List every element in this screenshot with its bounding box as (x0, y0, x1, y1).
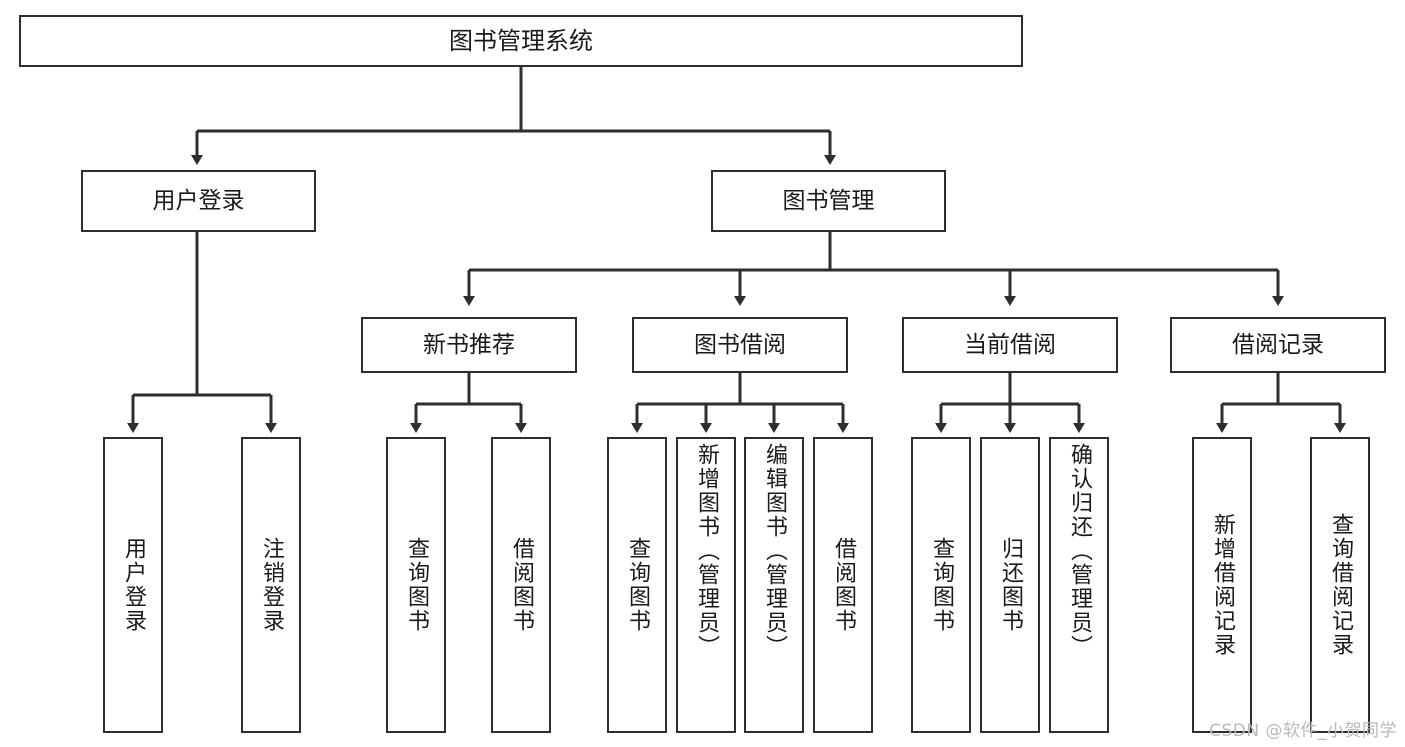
node-leaf-query-book-newbook-label: 查询图书 (404, 537, 429, 633)
node-leaf-confirm-return-admin-label: 确认归还（管理员） (1067, 443, 1092, 659)
leaf-inner: 归还图书 (982, 439, 1038, 731)
leaf-inner: 编辑图书（管理员） (746, 439, 802, 735)
node-leaf-confirm-return-admin[interactable]: 确认归还（管理员） (1049, 437, 1109, 733)
node-book-management-label: 图书管理 (782, 187, 875, 214)
leaf-inner: 新增图书（管理员） (678, 439, 734, 735)
node-leaf-query-borrow-record[interactable]: 查询借阅记录 (1310, 437, 1370, 733)
node-current-borrow-label: 当前借阅 (964, 331, 1056, 358)
node-borrow-record-label: 借阅记录 (1232, 331, 1324, 358)
node-leaf-borrow-book-newbook-label: 借阅图书 (509, 537, 534, 633)
leaf-inner: 查询图书 (388, 439, 444, 731)
node-new-book-recommend[interactable]: 新书推荐 (361, 317, 577, 373)
node-leaf-user-login[interactable]: 用户登录 (103, 437, 163, 733)
leaf-inner: 确认归还（管理员） (1051, 439, 1107, 735)
node-leaf-return-book-label: 归还图书 (998, 537, 1023, 633)
leaf-inner: 用户登录 (105, 439, 161, 731)
node-leaf-add-book-admin-label: 新增图书（管理员） (694, 443, 719, 659)
node-leaf-borrow-book-label: 借阅图书 (831, 537, 856, 633)
node-book-borrow[interactable]: 图书借阅 (632, 317, 848, 373)
node-book-management[interactable]: 图书管理 (711, 170, 946, 232)
node-leaf-edit-book-admin[interactable]: 编辑图书（管理员） (744, 437, 804, 733)
node-root-label: 图书管理系统 (449, 27, 593, 55)
node-leaf-query-book-current-label: 查询图书 (929, 537, 954, 633)
node-current-borrow[interactable]: 当前借阅 (902, 317, 1118, 373)
node-leaf-query-book-borrow[interactable]: 查询图书 (607, 437, 667, 733)
node-leaf-user-login-label: 用户登录 (121, 537, 146, 633)
node-user-login-label: 用户登录 (152, 187, 245, 214)
node-leaf-add-book-admin[interactable]: 新增图书（管理员） (676, 437, 736, 733)
node-leaf-logout[interactable]: 注销登录 (241, 437, 301, 733)
node-leaf-query-book-borrow-label: 查询图书 (625, 537, 650, 633)
node-leaf-add-borrow-record[interactable]: 新增借阅记录 (1192, 437, 1252, 733)
node-leaf-return-book[interactable]: 归还图书 (980, 437, 1040, 733)
node-leaf-query-borrow-record-label: 查询借阅记录 (1328, 513, 1353, 657)
node-root-book-management-system[interactable]: 图书管理系统 (19, 15, 1023, 67)
node-user-login[interactable]: 用户登录 (81, 170, 316, 232)
leaf-inner: 借阅图书 (493, 439, 549, 731)
node-leaf-query-book-current[interactable]: 查询图书 (911, 437, 971, 733)
node-leaf-borrow-book-newbook[interactable]: 借阅图书 (491, 437, 551, 733)
node-book-borrow-label: 图书借阅 (694, 331, 786, 358)
leaf-inner: 查询图书 (913, 439, 969, 731)
leaf-inner: 查询借阅记录 (1312, 439, 1368, 731)
node-leaf-add-borrow-record-label: 新增借阅记录 (1210, 513, 1235, 657)
csdn-watermark: CSDN @软件_小贺同学 (1209, 721, 1397, 741)
leaf-inner: 查询图书 (609, 439, 665, 731)
leaf-inner: 新增借阅记录 (1194, 439, 1250, 731)
node-borrow-record[interactable]: 借阅记录 (1170, 317, 1386, 373)
leaf-inner: 注销登录 (243, 439, 299, 731)
node-leaf-edit-book-admin-label: 编辑图书（管理员） (762, 443, 787, 659)
node-leaf-borrow-book[interactable]: 借阅图书 (813, 437, 873, 733)
node-leaf-logout-label: 注销登录 (259, 537, 284, 633)
node-leaf-query-book-newbook[interactable]: 查询图书 (386, 437, 446, 733)
leaf-inner: 借阅图书 (815, 439, 871, 731)
node-new-book-recommend-label: 新书推荐 (423, 331, 515, 358)
